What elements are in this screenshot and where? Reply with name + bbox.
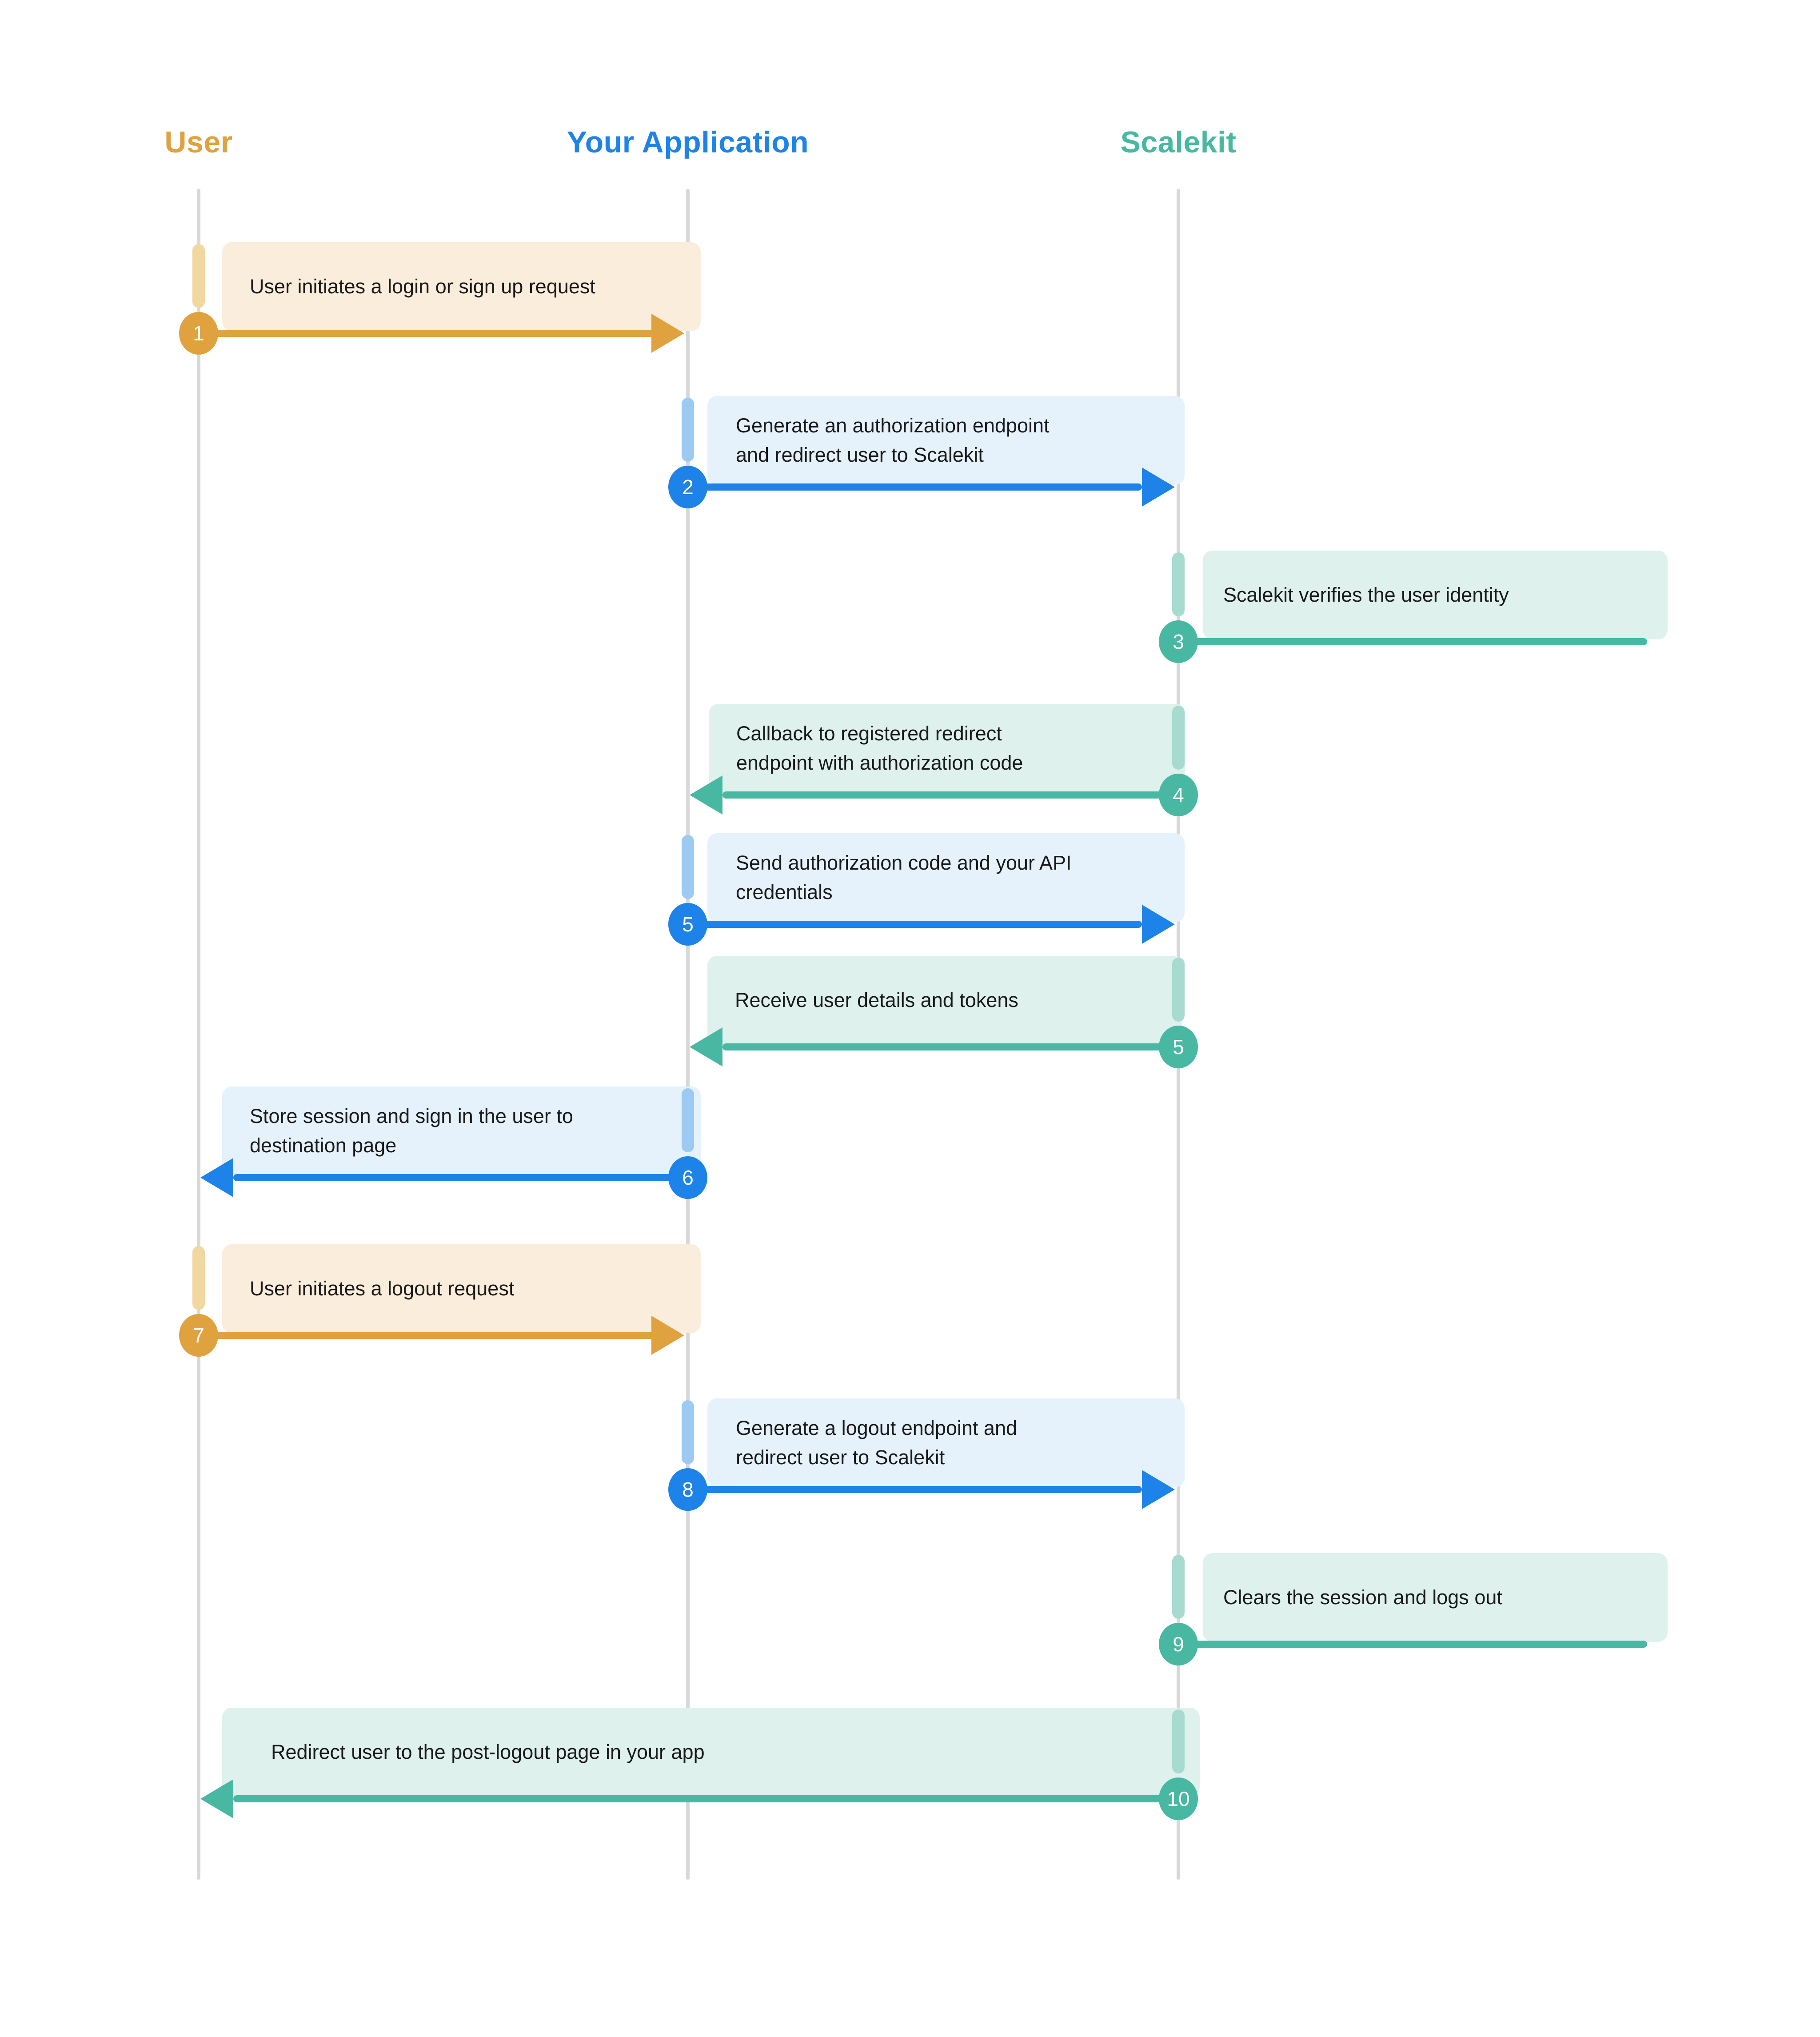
arrow-line bbox=[199, 1332, 654, 1339]
activation-pill bbox=[1172, 552, 1185, 616]
activation-pill bbox=[192, 1246, 205, 1310]
activation-pill bbox=[1172, 1709, 1185, 1773]
arrowhead-right-icon bbox=[651, 314, 684, 353]
note-underline bbox=[1178, 638, 1647, 645]
arrowhead-left-icon bbox=[200, 1158, 233, 1197]
lifeline-your-application bbox=[686, 189, 690, 1880]
step-number-badge: 5 bbox=[1159, 1026, 1198, 1068]
arrow-line bbox=[722, 791, 1178, 799]
arrowhead-left-icon bbox=[690, 1027, 722, 1066]
arrow-line bbox=[688, 483, 1142, 491]
actor-label-scalekit: Scalekit bbox=[1120, 125, 1237, 159]
activation-pill bbox=[682, 1400, 694, 1464]
arrowhead-right-icon bbox=[1142, 1470, 1175, 1509]
arrow-line bbox=[233, 1174, 688, 1181]
activation-pill bbox=[1172, 958, 1185, 1022]
message-box: User initiates a logout request bbox=[222, 1244, 701, 1333]
step-number-badge: 9 bbox=[1159, 1623, 1198, 1666]
activation-pill bbox=[1172, 1555, 1185, 1619]
message-box: Send authorization code and your API cre… bbox=[707, 833, 1185, 922]
arrowhead-right-icon bbox=[1142, 467, 1175, 507]
lifeline-user bbox=[197, 189, 200, 1880]
arrowhead-left-icon bbox=[690, 775, 722, 815]
activation-pill bbox=[682, 835, 694, 899]
step-number-badge: 6 bbox=[668, 1156, 707, 1199]
step-number-badge: 1 bbox=[179, 312, 218, 355]
activation-pill bbox=[192, 244, 205, 308]
step-number-badge: 2 bbox=[668, 466, 707, 508]
arrowhead-right-icon bbox=[651, 1316, 684, 1355]
note-box: Scalekit verifies the user identity bbox=[1203, 551, 1668, 639]
message-box: Generate an authorization endpoint and r… bbox=[707, 396, 1185, 485]
activation-pill bbox=[682, 398, 694, 462]
message-box: User initiates a login or sign up reques… bbox=[222, 242, 701, 331]
message-box: Receive user details and tokens bbox=[707, 956, 1182, 1045]
message-box: Callback to registered redirect endpoint… bbox=[709, 704, 1185, 793]
arrow-line bbox=[199, 330, 654, 337]
actor-label-user: User bbox=[164, 125, 233, 159]
arrow-line bbox=[722, 1043, 1178, 1050]
activation-pill bbox=[682, 1088, 694, 1152]
arrow-line bbox=[688, 921, 1142, 928]
note-box: Clears the session and logs out bbox=[1203, 1553, 1668, 1642]
arrow-line bbox=[233, 1795, 1178, 1802]
note-underline bbox=[1178, 1641, 1647, 1648]
step-number-badge: 4 bbox=[1159, 774, 1198, 816]
step-number-badge: 3 bbox=[1159, 620, 1198, 663]
message-box: Redirect user to the post-logout page in… bbox=[222, 1708, 1200, 1797]
message-box: Generate a logout endpoint and redirect … bbox=[707, 1398, 1185, 1487]
step-number-badge: 8 bbox=[668, 1468, 707, 1511]
step-number-badge: 5 bbox=[668, 903, 707, 946]
step-number-badge: 10 bbox=[1159, 1777, 1198, 1820]
activation-pill bbox=[1172, 706, 1185, 770]
arrowhead-right-icon bbox=[1142, 905, 1175, 944]
arrowhead-left-icon bbox=[200, 1779, 233, 1818]
message-box: Store session and sign in the user to de… bbox=[222, 1086, 701, 1175]
actor-label-your-application: Your Application bbox=[567, 125, 809, 159]
step-number-badge: 7 bbox=[179, 1314, 218, 1357]
arrow-line bbox=[688, 1486, 1142, 1493]
